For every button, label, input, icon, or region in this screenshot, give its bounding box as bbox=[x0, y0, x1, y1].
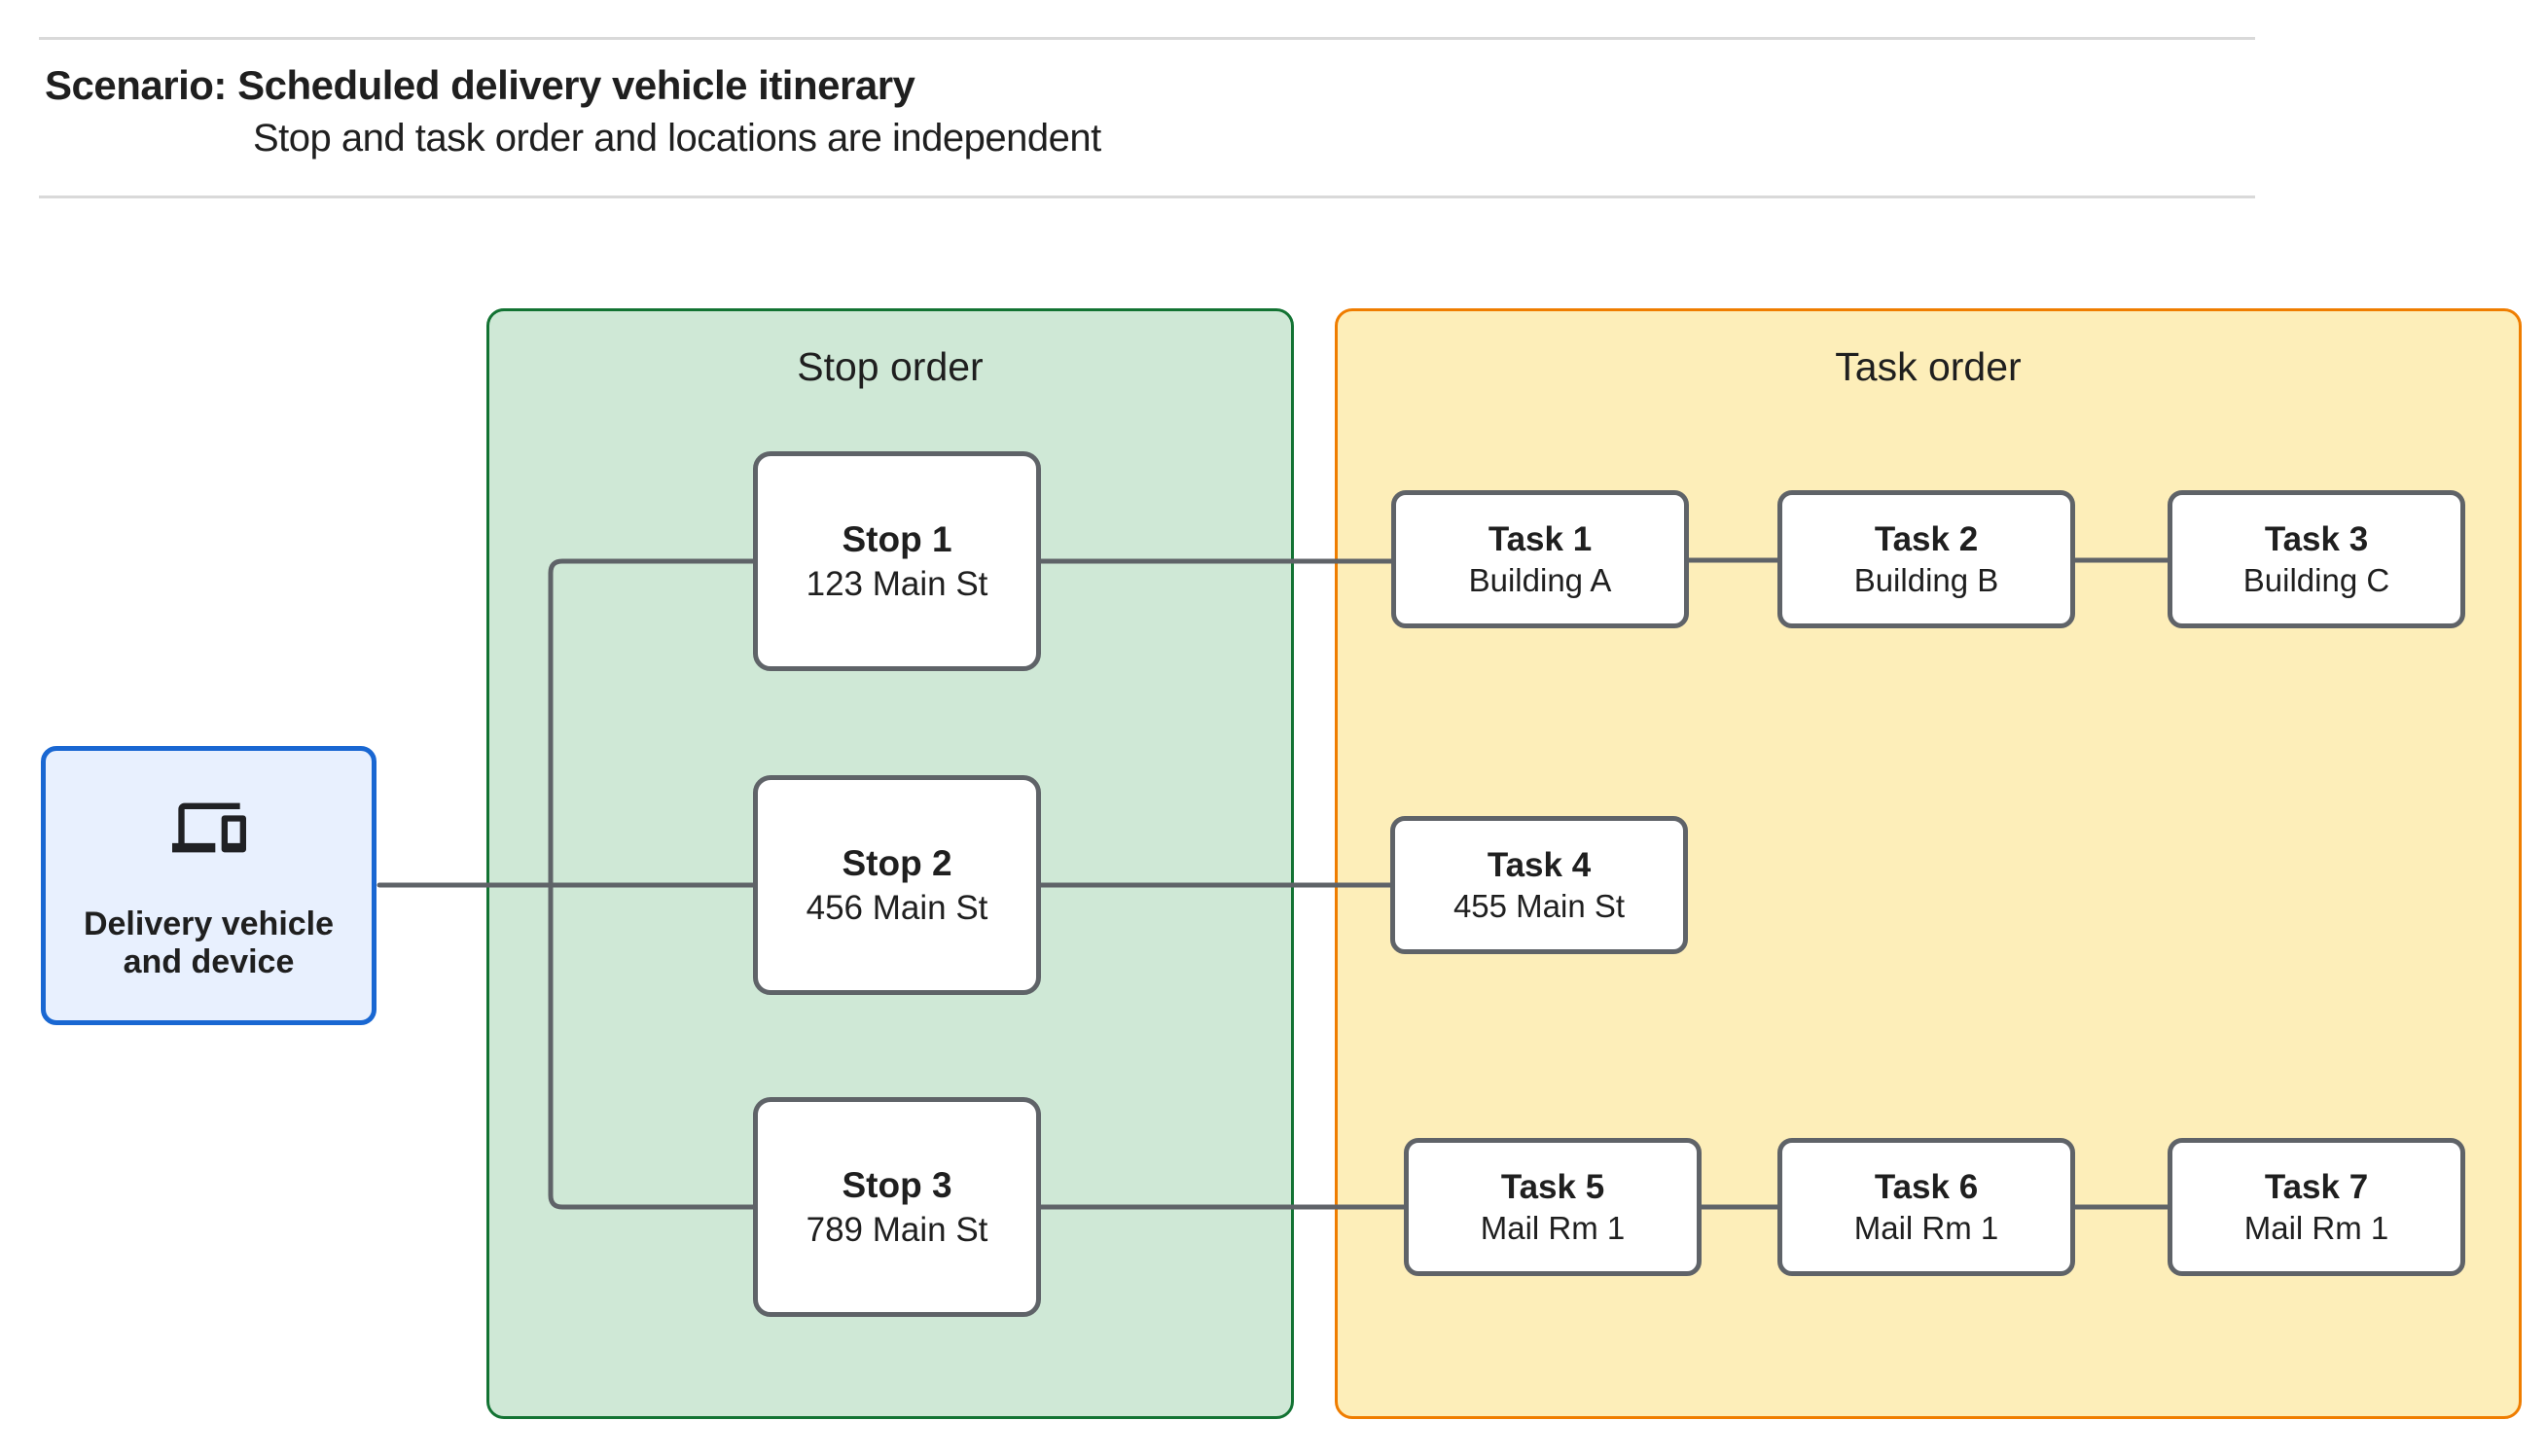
task-7-node: Task 7 Mail Rm 1 bbox=[2168, 1138, 2465, 1276]
task-4-location: 455 Main St bbox=[1452, 888, 1626, 924]
stop-2-location: 456 Main St bbox=[806, 889, 988, 927]
task-5-location: Mail Rm 1 bbox=[1480, 1210, 1626, 1246]
stop-3-node: Stop 3 789 Main St bbox=[753, 1097, 1041, 1317]
task-1-location: Building A bbox=[1468, 562, 1612, 598]
stop-2-node: Stop 2 456 Main St bbox=[753, 775, 1041, 995]
task-4-name: Task 4 bbox=[1487, 846, 1592, 884]
bottom-divider bbox=[39, 195, 2255, 198]
task-2-name: Task 2 bbox=[1874, 520, 1979, 558]
task-3-node: Task 3 Building C bbox=[2168, 490, 2465, 628]
stop-order-panel-title: Stop order bbox=[797, 344, 984, 389]
page-title: Scenario: Scheduled delivery vehicle iti… bbox=[45, 62, 915, 108]
task-order-panel-title: Task order bbox=[1835, 344, 2022, 389]
task-6-name: Task 6 bbox=[1874, 1168, 1979, 1206]
task-2-location: Building B bbox=[1853, 562, 1999, 598]
task-7-location: Mail Rm 1 bbox=[2243, 1210, 2389, 1246]
devices-icon bbox=[171, 803, 246, 853]
stop-2-name: Stop 2 bbox=[842, 843, 952, 883]
stop-1-node: Stop 1 123 Main St bbox=[753, 451, 1041, 671]
stop-1-location: 123 Main St bbox=[806, 565, 988, 603]
task-6-node: Task 6 Mail Rm 1 bbox=[1777, 1138, 2075, 1276]
stop-3-name: Stop 3 bbox=[842, 1165, 952, 1205]
task-5-node: Task 5 Mail Rm 1 bbox=[1404, 1138, 1702, 1276]
task-1-name: Task 1 bbox=[1488, 520, 1593, 558]
task-7-name: Task 7 bbox=[2264, 1168, 2369, 1206]
task-6-location: Mail Rm 1 bbox=[1853, 1210, 1999, 1246]
task-1-node: Task 1 Building A bbox=[1391, 490, 1689, 628]
top-divider bbox=[39, 37, 2255, 40]
stop-1-name: Stop 1 bbox=[842, 519, 952, 559]
task-4-node: Task 4 455 Main St bbox=[1390, 816, 1688, 954]
page-subtitle: Stop and task order and locations are in… bbox=[253, 117, 1101, 160]
task-3-location: Building C bbox=[2242, 562, 2390, 598]
stop-3-location: 789 Main St bbox=[806, 1211, 988, 1249]
delivery-vehicle-node: Delivery vehicle and device bbox=[41, 746, 377, 1025]
task-3-name: Task 3 bbox=[2264, 520, 2369, 558]
task-2-node: Task 2 Building B bbox=[1777, 490, 2075, 628]
delivery-vehicle-label: Delivery vehicle and device bbox=[83, 906, 335, 980]
task-5-name: Task 5 bbox=[1500, 1168, 1605, 1206]
